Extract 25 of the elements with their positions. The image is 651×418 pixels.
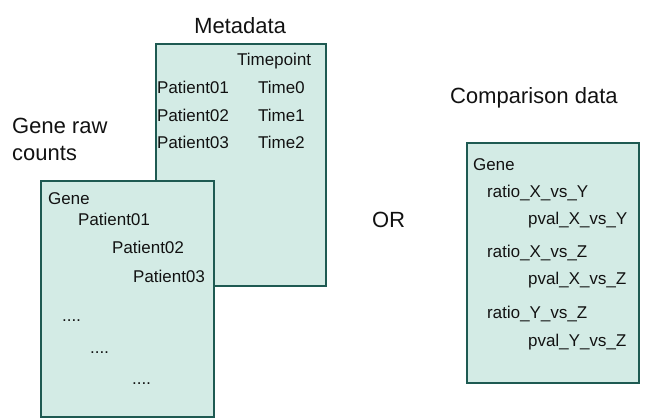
table-title: Comparison data	[450, 82, 619, 109]
column-header: pval_X_vs_Z	[528, 269, 626, 289]
column-header: ratio_X_vs_Y	[487, 182, 588, 202]
column-header: Timepoint	[237, 50, 312, 70]
column-header: Patient01	[78, 210, 150, 230]
row-label: Patient01	[157, 78, 229, 98]
column-header: ratio_Y_vs_Z	[487, 303, 588, 323]
column-header: pval_Y_vs_Z	[528, 331, 626, 351]
column-header: pval_X_vs_Y	[528, 209, 628, 229]
ellipsis: ....	[62, 306, 81, 326]
cell-value: Time0	[258, 78, 305, 98]
table-title: Gene raw counts	[12, 112, 108, 166]
cell-value: Time2	[258, 133, 305, 153]
table-title: Metadata	[193, 12, 287, 39]
cell-value: Time1	[258, 106, 305, 126]
separator-text: OR	[372, 206, 405, 233]
row-label: Patient03	[157, 133, 229, 153]
column-header: Patient02	[112, 238, 184, 258]
column-header: Gene	[473, 155, 515, 175]
column-header: ratio_X_vs_Z	[487, 242, 588, 262]
ellipsis: ....	[90, 338, 109, 358]
row-label: Patient02	[157, 106, 229, 126]
column-header: Patient03	[133, 267, 205, 287]
column-header: Gene	[48, 189, 90, 209]
ellipsis: ....	[132, 369, 151, 389]
